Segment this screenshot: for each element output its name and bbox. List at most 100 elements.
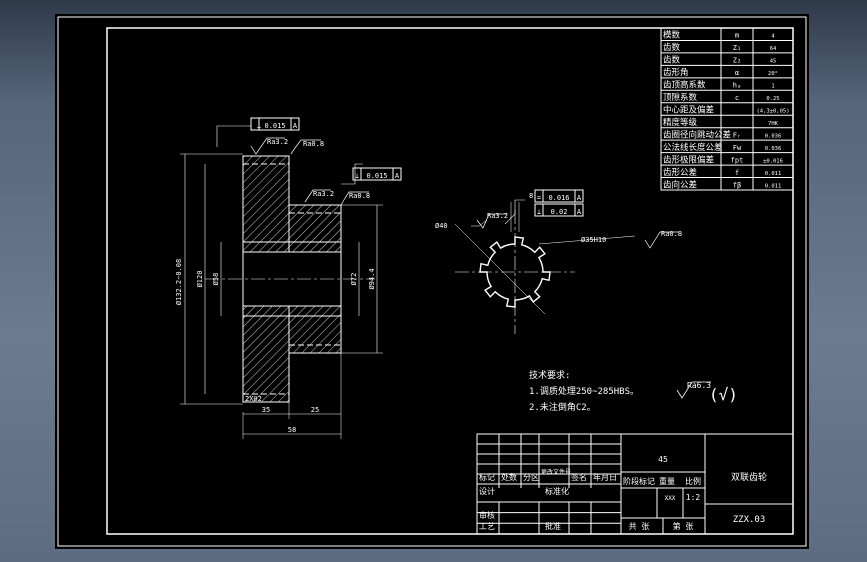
dim-spline-major: Ø35H10 (581, 236, 606, 244)
param-val-10: ±0.016 (763, 158, 783, 164)
sheet-border-outer (57, 16, 807, 547)
param-sym-2: Z₂ (733, 57, 741, 65)
param-name-3: 齿形角 (663, 67, 689, 78)
end-roughness-2: Ra0.8 (661, 230, 682, 238)
param-name-6: 中心距及偏差 (663, 104, 714, 115)
tech-req-title: 技术要求: (529, 369, 570, 381)
tb-h-scale: 比例 (685, 476, 701, 486)
fcf-1-datum: A (577, 194, 582, 202)
tb-h-zone: 分区 (523, 473, 539, 482)
param-val-2: 45 (770, 59, 777, 65)
fcf-mid-tolerance: 0.015 (366, 172, 387, 180)
param-sym-9: Fw (733, 144, 742, 152)
fcf-1-tolerance: 0.016 (548, 194, 569, 202)
tb-h-check: 审核 (479, 510, 495, 520)
fcf-mid-symbol: ⊥ (355, 172, 359, 180)
dim-total-width: 58 (288, 426, 296, 434)
dim-slot-width: 8 (529, 192, 533, 200)
dim-outer-diameter: Ø132.2−0.08 (175, 259, 183, 305)
param-sym-10: fpt (731, 156, 744, 164)
tb-h-sign: 签名 (571, 472, 587, 482)
tb-h-weight: 重量 (659, 476, 675, 486)
fcf-top-datum: A (293, 122, 298, 130)
tb-h-mark: 标记 (479, 472, 495, 482)
param-name-5: 顶隙系数 (663, 92, 698, 103)
cad-viewport[interactable]: 模数 m 4 齿数 Z₁ 64 齿数 Z₂ 45 齿形角 α 20° 齿顶高系数 hₐ 1 顶隙系数 c 0.25… (55, 14, 809, 549)
gear-section-view (180, 117, 711, 439)
param-val-7: 7HK (768, 121, 779, 127)
param-sym-5: c (735, 94, 739, 102)
fcf-top-symbol: ⊥ (257, 122, 261, 130)
param-name-9: 公法线长度公差 (663, 142, 723, 153)
param-val-12: 0.011 (765, 183, 782, 189)
tb-drawing-name: 双联齿轮 (731, 471, 767, 483)
dim-d2: Ø120 (196, 271, 204, 288)
fcf-2-datum: A (577, 208, 582, 216)
tb-h-process: 工艺 (479, 522, 495, 531)
param-name-1: 齿数 (663, 42, 681, 53)
tech-req-line-2: 2.未注倒角C2。 (529, 401, 596, 413)
param-name-2: 齿数 (663, 55, 681, 66)
general-roughness-paren: (√) (709, 385, 738, 404)
tb-h-design: 设计 (479, 486, 495, 496)
dim-bore: Ø58 (212, 273, 220, 286)
roughness-label-4: Ra0.8 (349, 192, 370, 200)
param-sym-3: α (735, 69, 739, 77)
param-val-9: 0.036 (765, 146, 782, 152)
tb-drawing-no: ZZX.03 (733, 515, 766, 525)
dim-d4: Ø72 (350, 273, 358, 286)
dim-d5: Ø94.4 (368, 268, 376, 289)
drawing-canvas: 模数 m 4 齿数 Z₁ 64 齿数 Z₂ 45 齿形角 α 20° 齿顶高系数 hₐ 1 顶隙系数 c 0.25… (57, 16, 807, 547)
tb-h-std: 标准化 (545, 486, 569, 496)
param-name-7: 精度等级 (663, 117, 698, 128)
end-roughness-1: Ra3.2 (487, 212, 508, 220)
param-name-0: 模数 (663, 30, 681, 41)
param-sym-8: Fᵣ (733, 131, 741, 139)
tb-h-sheets: 共 张 (629, 522, 650, 531)
param-sym-1: Z₁ (733, 44, 741, 52)
title-block (476, 433, 794, 535)
param-val-3: 20° (768, 71, 778, 77)
tb-h-date: 年月日 (593, 472, 617, 482)
sheet-border-inner (106, 27, 794, 535)
param-sym-12: fβ (733, 181, 741, 189)
fcf-2-symbol: ⊥ (537, 208, 541, 216)
general-roughness-label: Ra6.3 (687, 381, 711, 390)
param-sym-0: m (735, 32, 739, 40)
tb-h-sheet: 第 张 (673, 521, 694, 531)
param-sym-4: hₐ (733, 82, 741, 90)
dim-chamfer: 2X02 (245, 395, 262, 403)
param-name-4: 齿顶高系数 (663, 80, 706, 91)
param-name-10: 齿形极限偏差 (663, 154, 714, 165)
dim-spline-minor: Ø40 (435, 222, 448, 230)
spline-end-view (454, 189, 679, 334)
tech-req-line-1: 1.调质处理250~285HBS。 (529, 385, 639, 397)
param-val-11: 0.011 (765, 171, 782, 177)
fcf-top-tolerance: 0.015 (264, 122, 285, 130)
dim-width-1: 35 (262, 406, 270, 414)
roughness-label-1: Ra3.2 (267, 138, 288, 146)
tb-h-approve: 批准 (545, 521, 561, 531)
param-val-0: 4 (771, 34, 775, 40)
param-val-6: (4,3±0,05) (756, 108, 789, 114)
tb-h-stage: 阶段标记 (623, 476, 655, 486)
fcf-1-symbol: = (537, 194, 541, 202)
param-name-11: 齿形公差 (663, 167, 697, 178)
gear-parameter-table: 模数 m 4 齿数 Z₁ 64 齿数 Z₂ 45 齿形角 α 20° 齿顶高系数 hₐ 1 顶隙系数 c 0.25… (660, 27, 794, 191)
tb-material: 45 (658, 455, 668, 464)
param-val-4: 1 (771, 84, 774, 90)
param-sym-11: f (735, 169, 739, 177)
roughness-label-2: Ra0.8 (303, 140, 324, 148)
tb-h-docno: 更改文件号 (541, 468, 571, 476)
param-name-8: 齿圈径向跳动公差 (663, 129, 731, 140)
fcf-2-tolerance: 0.02 (551, 208, 568, 216)
tb-h-count: 处数 (501, 472, 517, 482)
param-val-1: 64 (770, 46, 777, 52)
tb-v-scale: 1:2 (686, 493, 701, 502)
fcf-mid-datum: A (395, 172, 400, 180)
param-val-8: 0.036 (765, 133, 782, 139)
tb-v-mark: XXX (665, 495, 676, 502)
roughness-label-3: Ra3.2 (313, 190, 334, 198)
param-val-5: 0.25 (766, 96, 779, 102)
param-name-12: 齿向公差 (663, 179, 697, 190)
